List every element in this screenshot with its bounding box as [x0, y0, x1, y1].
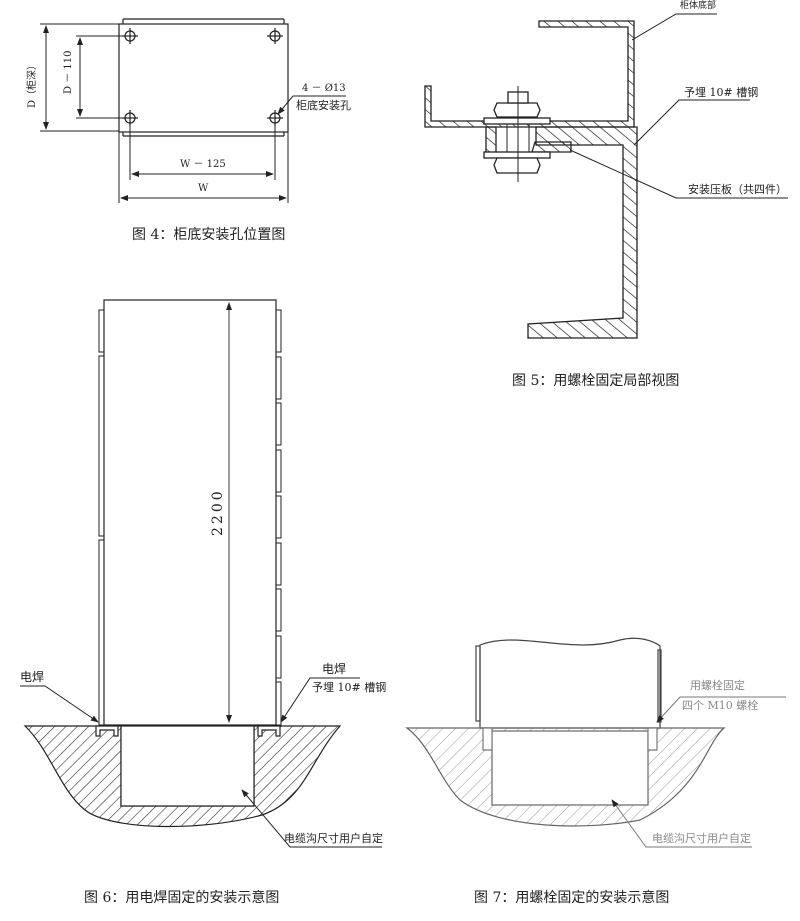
fig4-plan-view — [40, 18, 346, 203]
fig4-caption: 图 4：柜底安装孔位置图 — [132, 227, 286, 243]
fig5-caption: 图 5：用螺栓固定局部视图 — [512, 373, 680, 389]
fig6-weld-install — [20, 299, 382, 848]
channel-steel-label: 予埋 10# 槽钢 — [312, 681, 387, 694]
weld-right-label: 电焊 — [322, 662, 347, 676]
fig5-bolt-detail — [424, 13, 788, 339]
hole-name-label: 柜底安装孔 — [296, 99, 351, 112]
dim-width-label: W — [198, 183, 209, 194]
dim-width-offset-label: W － 125 — [180, 159, 226, 170]
dim-depth-label: D（柜深） — [27, 59, 38, 108]
mounting-hole-icon — [267, 28, 283, 44]
mounting-hole-icon — [122, 110, 138, 126]
mounting-hole-icon — [267, 110, 283, 126]
bolt-fix-label: 用螺栓固定 — [690, 679, 745, 692]
fig7-bolt-install — [405, 637, 786, 848]
press-plate-label: 安装压板（共四件） — [688, 183, 787, 196]
bolt-spec-label: 四个 M10 螺栓 — [682, 699, 759, 712]
dim-depth-offset-label: D － 110 — [63, 50, 74, 94]
trench-label: 电缆沟尺寸用户自定 — [284, 832, 383, 845]
channel-steel-label: 予埋 10# 槽钢 — [684, 86, 759, 99]
height-dim-label: 2200 — [210, 488, 226, 536]
trench-label: 电缆沟尺寸用户自定 — [652, 832, 751, 845]
fig7-caption: 图 7：用螺栓固定的安装示意图 — [474, 890, 670, 906]
weld-left-label: 电焊 — [20, 670, 45, 684]
fig6-caption: 图 6：用电焊固定的安装示意图 — [84, 890, 280, 906]
cabinet-base-label: 柜体底部 — [680, 1, 717, 11]
mounting-hole-icon — [122, 28, 138, 44]
hole-spec-label: 4 － Ø13 — [302, 83, 346, 94]
